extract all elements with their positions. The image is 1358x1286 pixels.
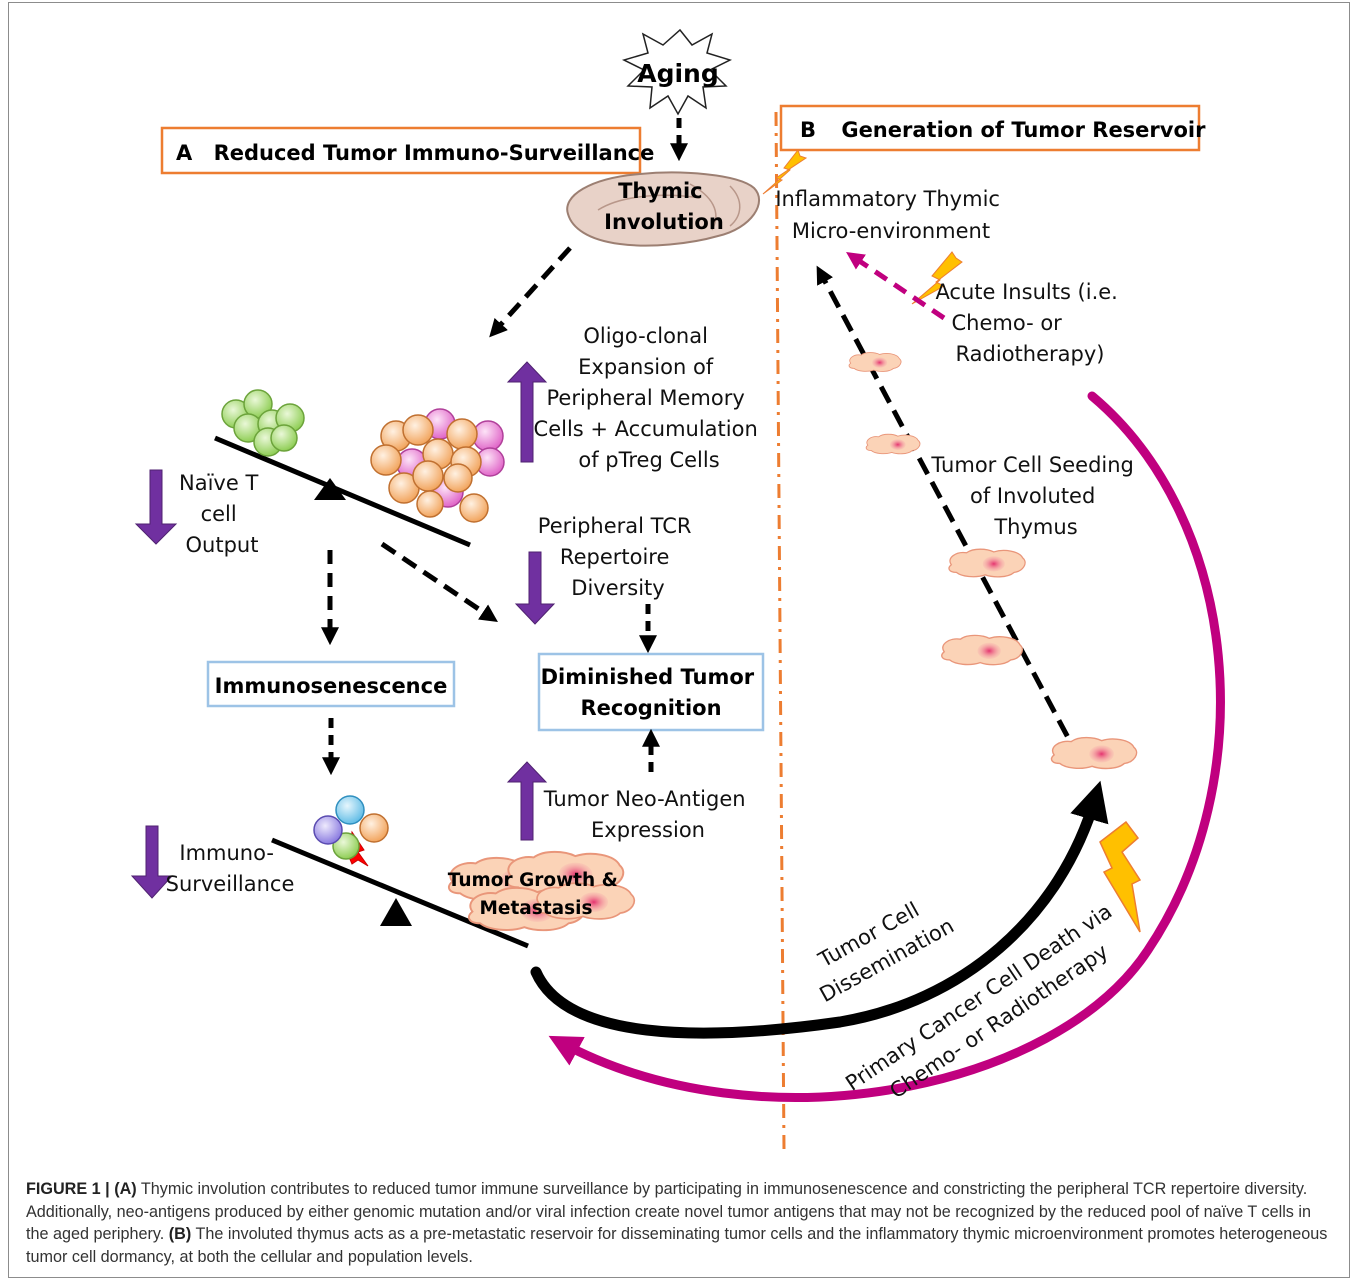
figure-frame xyxy=(8,2,1350,1278)
tumor-growth-line2: Metastasis xyxy=(480,898,593,919)
caption-b-text: The involuted thymus acts as a pre-metas… xyxy=(26,1225,1328,1266)
panel-divider xyxy=(774,111,786,1151)
svg-text:B Generation of Tumor Re: B Generation of Tumor Reservoir xyxy=(800,118,1206,142)
panel-b-letter: B xyxy=(800,118,816,142)
thymic-involution-line1: Thymic xyxy=(618,179,703,203)
panel-a-title: Reduced Tumor Immuno-Surveillance xyxy=(214,141,655,165)
cell-death-arrow xyxy=(548,391,1225,1102)
tumor-cell-seeding-2 xyxy=(865,433,921,455)
immuno-surveillance-text: Immuno- Surveillance xyxy=(166,841,295,896)
tumor-cell-primary xyxy=(1050,736,1138,770)
arrow-seesaw-to-diminished xyxy=(380,541,498,623)
memory-treg-cell-cluster xyxy=(370,408,505,523)
svg-text:Tumor Growth & Metastasi: Tumor Growth & Metastasis xyxy=(448,870,624,919)
peripheral-tcr-text: Peripheral TCR Repertoire Diversity xyxy=(538,514,698,600)
caption-b-tag: (B) xyxy=(168,1225,192,1243)
lightning-icon-chemo xyxy=(1099,820,1142,933)
up-arrow-oligoclonal xyxy=(506,361,548,463)
tumor-cell-seeding-1 xyxy=(848,352,902,372)
svg-text:A Reduced Tumor Immuno-S: A Reduced Tumor Immuno-Surveillance xyxy=(176,141,654,165)
aging-label: Aging xyxy=(637,59,719,88)
acute-insults-text: Acute Insults (i.e. Chemo- or Radiothera… xyxy=(935,280,1124,366)
down-arrow-immuno-surveillance xyxy=(130,825,174,899)
lightning-icon-acute xyxy=(911,251,963,305)
caption-a-text: Thymic involution contributes to reduced… xyxy=(26,1180,1311,1243)
panel-a-title-box: A Reduced Tumor Immuno-Surveillance xyxy=(160,126,654,175)
tumor-growth-line1: Tumor Growth & xyxy=(448,870,618,891)
arrow-acute-to-inflammatory xyxy=(846,251,946,321)
immunosenescence-label: Immunosenescence xyxy=(215,674,448,698)
immune-cell-cluster xyxy=(313,795,389,860)
neoantigen-text: Tumor Neo-Antigen Expression xyxy=(543,787,753,842)
up-arrow-neoantigen xyxy=(506,761,548,841)
caption-label: FIGURE 1 | xyxy=(26,1180,110,1198)
thymic-involution-line2: Involution xyxy=(604,210,724,234)
arrow-thymus-to-panel-a xyxy=(489,246,572,338)
lightning-icon-thymus xyxy=(762,148,808,195)
figure-caption: FIGURE 1 | (A) Thymic involution contrib… xyxy=(26,1178,1336,1268)
panel-a-letter: A xyxy=(176,141,193,165)
panel-b-title-box: B Generation of Tumor Reservoir xyxy=(779,104,1206,152)
tumor-cell-seeding-3 xyxy=(948,548,1026,578)
naive-t-cell-cluster xyxy=(221,389,305,457)
svg-text:Thymic Involution: Thymic Involution xyxy=(604,179,724,234)
tumor-growth-cluster: Tumor Growth & Metastasis xyxy=(448,850,636,932)
down-arrow-peripheral-tcr xyxy=(514,551,556,625)
inflammatory-text: Inflammatory Thymic Micro-environment xyxy=(775,187,1006,243)
figure-diagram: Aging A Reduced Tumor Immuno-Surveillanc… xyxy=(130,28,1225,1151)
involuted-thymus: Thymic Involution xyxy=(566,171,760,247)
dissemination-arrow xyxy=(530,780,1109,1039)
seesaw-top-fulcrum xyxy=(314,478,346,500)
naive-t-text: Naïve T cell Output xyxy=(179,471,265,557)
seesaw-bottom-beam xyxy=(271,837,529,949)
caption-a-tag: (A) xyxy=(114,1180,137,1198)
seeding-text: Tumor Cell Seeding of Involuted Thymus xyxy=(930,453,1140,539)
seesaw-bottom-fulcrum xyxy=(380,898,412,926)
seesaw-top-beam xyxy=(214,435,471,548)
down-arrow-naive-t xyxy=(134,469,178,545)
tumor-cell-seeding-4 xyxy=(941,634,1024,666)
panel-b-title: Generation of Tumor Reservoir xyxy=(841,118,1206,142)
oligoclonal-text: Oligo-clonal Expansion of Peripheral Mem… xyxy=(534,324,765,472)
aging-starburst: Aging xyxy=(621,28,733,116)
diminished-recognition-box xyxy=(537,652,765,732)
diminished-recognition-text: Diminished Tumor Recognition xyxy=(541,665,762,720)
immunosenescence-box xyxy=(206,660,456,708)
